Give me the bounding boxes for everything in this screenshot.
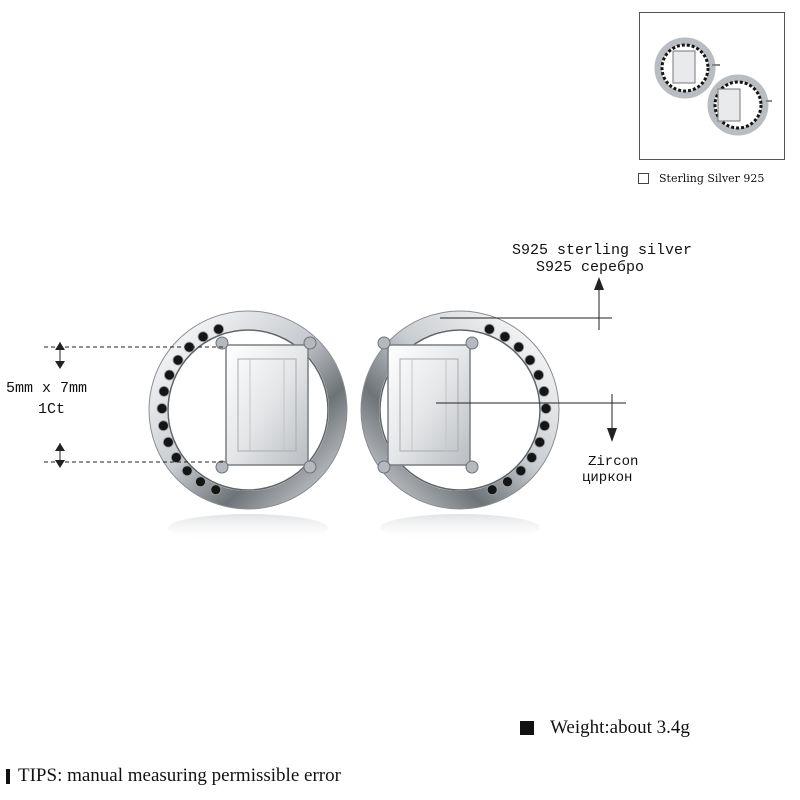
pave-stone [515, 465, 527, 477]
pave-stone [513, 341, 525, 353]
thumbnail-caption: Sterling Silver 925 [659, 171, 765, 185]
pave-stone [157, 420, 169, 432]
pave-stone [483, 323, 495, 335]
pave-stone [538, 385, 550, 397]
thumbnail-image [654, 37, 772, 136]
pave-stone [195, 476, 206, 488]
pave-stone [181, 465, 193, 477]
pave-stone [499, 331, 511, 343]
weight-text: Weight:about 3.4g [550, 717, 690, 738]
left-earring-pave-stones [156, 323, 225, 496]
left-earring-center-stone [225, 344, 309, 466]
pave-stone [158, 385, 170, 397]
size-dimension-lines [44, 342, 226, 467]
tips-info: TIPS: manual measuring permissible error [6, 765, 341, 787]
thumbnail-option[interactable]: Sterling Silver 925 [638, 170, 764, 186]
pave-stone [172, 354, 184, 366]
stone-arrow-icon [607, 428, 617, 442]
pave-stone [213, 323, 225, 335]
weight-info: Weight:about 3.4g [520, 717, 690, 739]
stone-label-en: Zircon [588, 454, 639, 470]
right-earring-pave-stones [483, 323, 552, 496]
pave-stone [524, 354, 536, 366]
size-arrow-icons [55, 342, 65, 468]
pave-stone [534, 436, 546, 448]
pave-stone [170, 452, 182, 463]
square-bullet-icon [520, 721, 534, 735]
tips-text: TIPS: manual measuring permissible error [18, 765, 341, 786]
metal-label-en: S925 sterling silver [512, 242, 693, 259]
right-earring-center-stone [387, 344, 471, 466]
stone-label-ru: циркон [582, 470, 633, 486]
left-earring [148, 310, 348, 542]
pave-stone [486, 484, 498, 496]
pave-stone [210, 484, 222, 496]
right-earring [360, 310, 560, 542]
pave-stone [540, 403, 552, 414]
pave-stone [162, 436, 174, 448]
metal-label-ru: S925 серебро [536, 259, 645, 276]
checkbox-icon[interactable] [638, 172, 649, 184]
size-label: 5mm x 7mm [6, 380, 88, 397]
pave-stone [156, 403, 168, 414]
metal-arrow-icon [594, 277, 604, 290]
pave-stone [526, 452, 538, 463]
bar-bullet-icon [6, 768, 10, 784]
pave-stone [163, 369, 175, 381]
pave-stone [197, 331, 209, 343]
thumbnail-frame[interactable] [639, 12, 785, 160]
pave-stone [539, 420, 550, 432]
pave-stone [533, 369, 544, 381]
pave-stone [502, 476, 513, 488]
carat-label: 1Ct [38, 401, 66, 418]
